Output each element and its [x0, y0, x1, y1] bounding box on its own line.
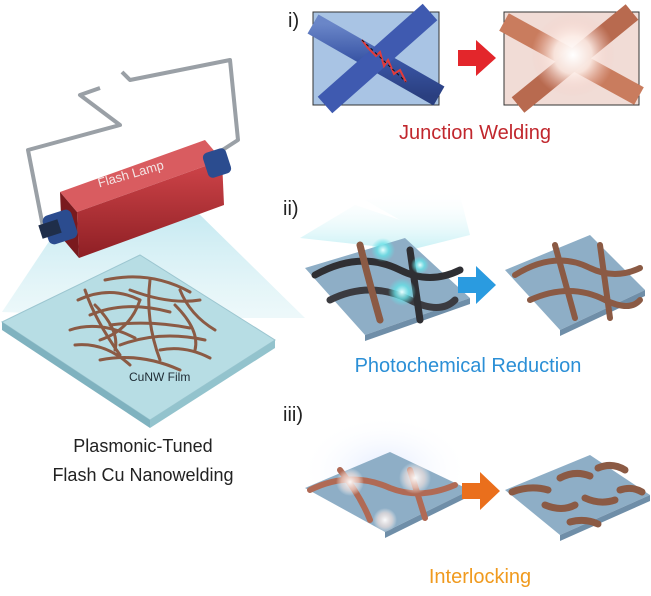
substrate-iii-after	[505, 455, 650, 535]
glow-iii-1	[336, 468, 364, 496]
substrate-edge-iii	[385, 490, 470, 538]
film-label: CuNW Film	[129, 370, 191, 384]
step3-title: Interlocking	[428, 566, 532, 588]
reduction-spot-1	[371, 238, 395, 262]
reduced-wires	[512, 242, 643, 321]
light-rays	[300, 190, 470, 250]
lamp-top	[60, 140, 222, 212]
step1-number: i)	[288, 10, 300, 32]
arrow-red	[458, 40, 496, 76]
cunw-film	[68, 275, 217, 372]
step3-diagram	[300, 415, 650, 541]
junction-gap	[361, 39, 407, 83]
glow-iii-2	[399, 462, 431, 494]
step2-number: ii)	[283, 198, 299, 220]
caption-line-1: Plasmonic-Tuned	[73, 436, 213, 456]
weld-glow	[531, 13, 615, 97]
step1-title: Junction Welding	[399, 122, 551, 144]
glow-iii-3	[373, 508, 397, 532]
step2-title: Photochemical Reduction	[354, 355, 582, 377]
reduction-spot-2	[388, 278, 416, 306]
flash-lamp-illustration	[0, 58, 305, 428]
junction-line	[361, 39, 407, 83]
nanowire-b	[317, 3, 438, 114]
reduction-spot-3	[411, 256, 429, 274]
arrow-blue	[458, 266, 496, 304]
flash-lamp	[77, 160, 224, 258]
step1-diagram	[307, 3, 644, 114]
step2-diagram	[300, 190, 645, 341]
substrate-edge	[2, 322, 150, 428]
lamp-cap-right	[202, 148, 232, 178]
step3-number: iii)	[283, 404, 303, 426]
fragmented-wires	[508, 461, 646, 528]
lamp-connector	[38, 219, 62, 239]
caption-line-2: Flash Cu Nanowelding	[52, 465, 234, 485]
arrow-orange	[462, 472, 500, 510]
substrate-edge-ii-after	[560, 290, 645, 336]
substrate-edge-iii-after	[560, 495, 650, 541]
substrate-edge-right	[150, 340, 275, 428]
